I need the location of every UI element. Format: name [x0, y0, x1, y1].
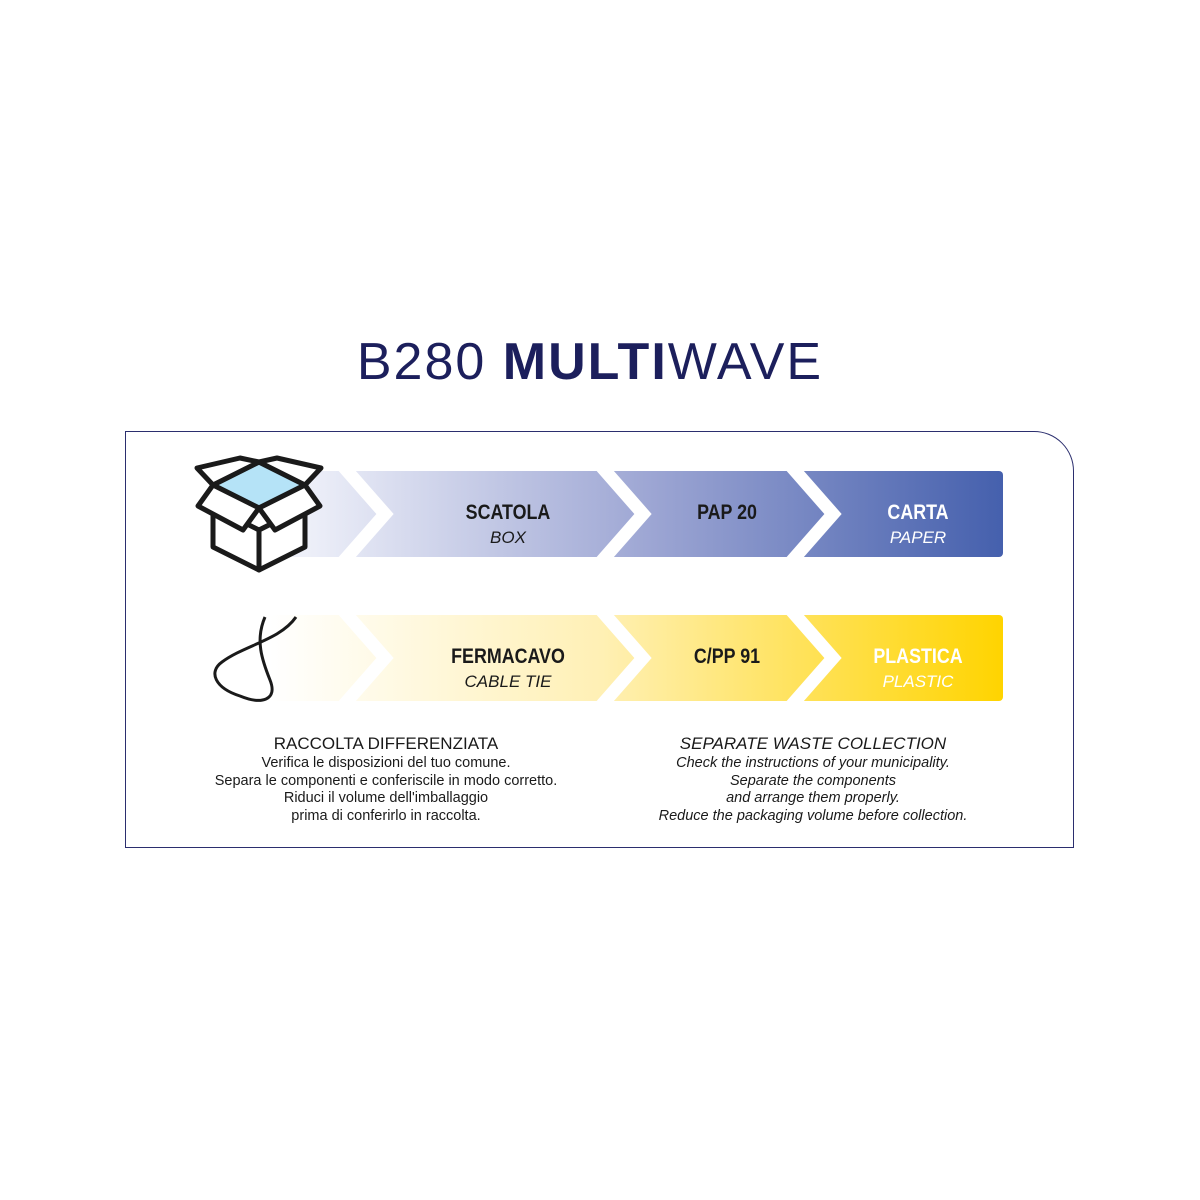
instruction-line: Riduci il volume dell'imballaggio [283, 790, 489, 806]
title-bold: MULTI [502, 333, 668, 391]
instruction-line: Separate the components [729, 772, 897, 789]
material-code: C/PP 91 [693, 645, 761, 668]
chevron-separators [337, 460, 842, 712]
instruction-line: Separa le componenti e conferiscile in m… [214, 772, 558, 789]
box-icon [194, 455, 324, 573]
instruction-line: prima di conferirlo in raccolta. [291, 807, 481, 824]
instructions-heading: SEPARATE WASTE COLLECTION [679, 734, 947, 753]
cable-tie-icon [213, 616, 298, 702]
component-label-en: CABLE TIE [464, 672, 552, 691]
instructions-heading: RACCOLTA DIFFERENZIATA [273, 734, 499, 753]
material-code: PAP 20 [697, 501, 757, 524]
instruction-line: Check the instructions of your municipal… [676, 755, 950, 771]
material-label: CARTA [887, 501, 949, 524]
component-label: FERMACAVO [451, 645, 565, 668]
instruction-line: Reduce the packaging volume before colle… [658, 807, 968, 824]
product-title: B280 MULTIWAVE [0, 332, 1180, 392]
instructions-english: SEPARATE WASTE COLLECTION Check the inst… [613, 733, 1013, 825]
instructions-italian: RACCOLTA DIFFERENZIATA Verifica le dispo… [186, 733, 586, 825]
material-label-en: PAPER [889, 528, 947, 547]
component-label: SCATOLA [465, 501, 551, 524]
title-thin: WAVE [667, 333, 824, 391]
recycling-frame [125, 431, 1074, 848]
component-label-en: BOX [490, 528, 526, 547]
instruction-line: and arrange them properly. [726, 790, 900, 806]
material-label-en: PLASTIC [882, 672, 954, 691]
title-model: B280 [356, 333, 487, 391]
instruction-line: Verifica le disposizioni del tuo comune. [261, 755, 511, 771]
material-label: PLASTICA [873, 645, 963, 668]
